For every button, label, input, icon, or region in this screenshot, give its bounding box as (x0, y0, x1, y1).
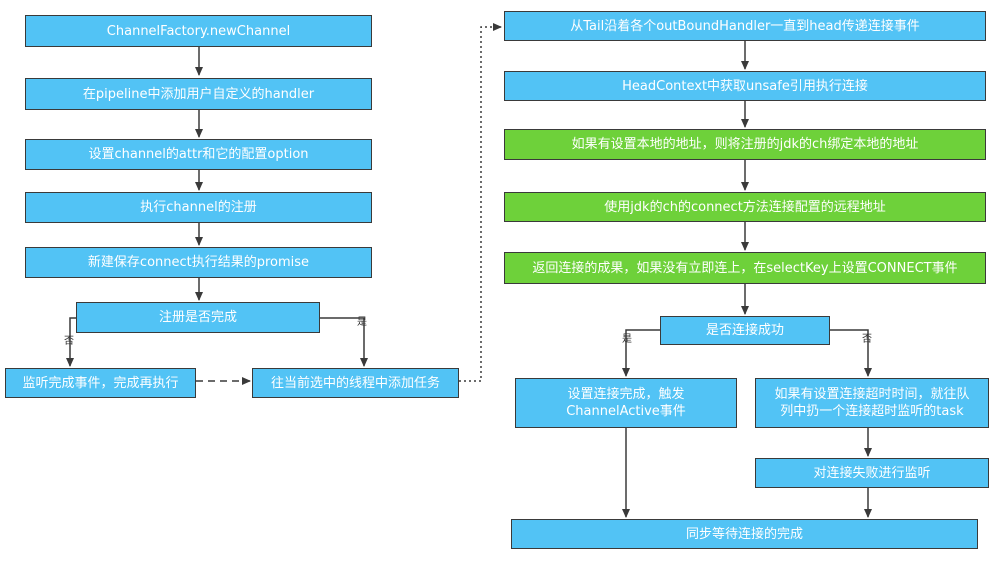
node-head-context-unsafe: HeadContext中获取unsafe引用执行连接 (504, 71, 986, 101)
edge-r6-yes (622, 329, 660, 377)
decision-connected: 是否连接成功 (660, 316, 830, 345)
node-new-promise: 新建保存connect执行结果的promise (25, 247, 372, 278)
node-pass-connect-event: 从Tail沿着各个outBoundHandler一直到head传递连接事件 (504, 11, 986, 41)
node-listen-complete: 监听完成事件，完成再执行 (5, 368, 196, 398)
edge-n6-yes (320, 317, 368, 367)
node-add-task: 往当前选中的线程中添加任务 (252, 368, 459, 398)
node-set-attr-option: 设置channel的attr和它的配置option (25, 139, 372, 170)
decision-registered: 注册是否完成 (76, 302, 320, 333)
node-connect-remote: 使用jdk的ch的connect方法连接配置的远程地址 (504, 192, 986, 222)
node-register-channel: 执行channel的注册 (25, 192, 372, 223)
edge-label-yes: 是 (622, 334, 632, 345)
node-listen-failure: 对连接失败进行监听 (755, 458, 989, 488)
node-add-handler: 在pipeline中添加用户自定义的handler (25, 78, 372, 110)
node-connect-timeout-task: 如果有设置连接超时时间，就往队 列中扔一个连接超时监听的task (755, 378, 989, 428)
edge-label-yes: 是 (357, 317, 367, 328)
node-return-result: 返回连接的成果，如果没有立即连上，在selectKey上设置CONNECT事件 (504, 252, 986, 284)
edge-label-no: 否 (862, 334, 872, 345)
node-bind-local-address: 如果有设置本地的地址，则将注册的jdk的ch绑定本地的地址 (504, 129, 986, 160)
edge-n6-no (66, 317, 76, 367)
edge-label-no: 否 (64, 336, 74, 347)
node-new-channel: ChannelFactory.newChannel (25, 15, 372, 47)
edge-n8-r1 (459, 23, 502, 382)
node-sync-wait: 同步等待连接的完成 (511, 519, 978, 549)
edge-r6-no (830, 329, 872, 377)
node-fire-channel-active: 设置连接完成，触发 ChannelActive事件 (515, 378, 737, 428)
